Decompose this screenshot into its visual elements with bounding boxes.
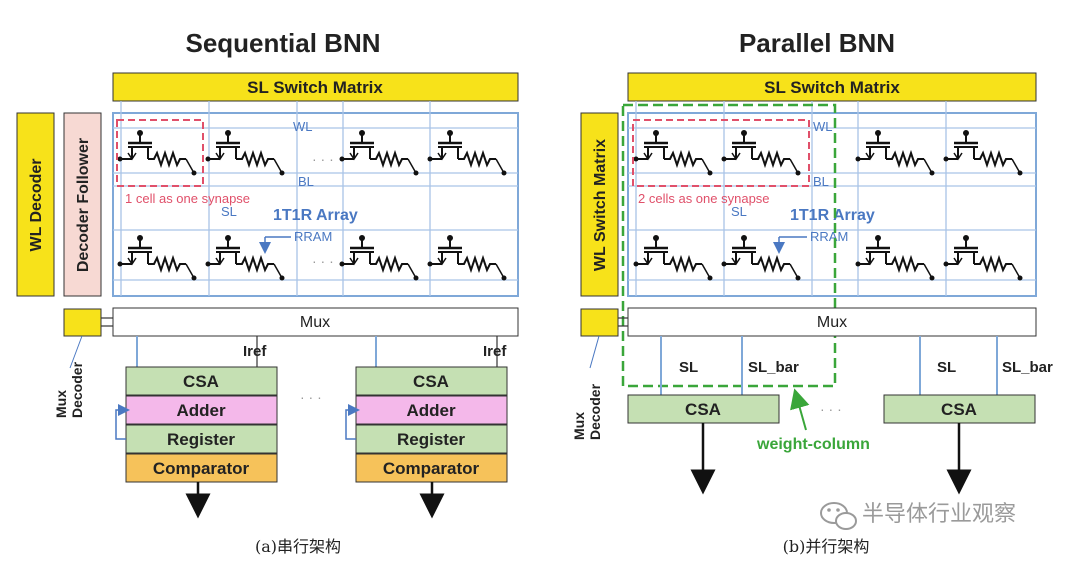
wl-decoder-label: WL Decoder [28,158,45,251]
right-sl-label: SL [731,204,747,219]
right-sl-label-2: SL [937,359,956,376]
left-adder-label-2: Adder [406,401,456,420]
right-csa-ellipsis: · · · [820,401,842,417]
decoder-follower-block [63,112,102,297]
left-sl-label: SL [221,204,237,219]
watermark-text: 半导体行业观察 [862,502,1016,527]
left-synapse-highlight [116,119,204,187]
left-array-col-ellipsis-1: · · · [312,151,334,167]
left-mux-label: Mux [300,314,330,331]
left-synapse-note: 1 cell as one synapse [125,191,250,206]
left-csa-block-1 [125,366,278,396]
right-mux-label: Mux [817,314,847,331]
right-csa-unit-1: SL SL_bar CSA [627,336,799,495]
left-comparator-block-1 [125,453,278,483]
right-csa-block-2 [883,394,1036,424]
right-mux-block [627,307,1037,337]
left-adder-block-2 [355,395,508,425]
right-sl-switch-matrix [627,72,1037,102]
left-csa-label-1: CSA [183,372,219,391]
right-csa-label-1: CSA [685,400,721,419]
right-mux-decoder-word-1: Mux [571,412,587,440]
right-caption: (b)并行架构 [783,537,870,556]
right-wl-label: WL [813,119,833,134]
right-mux-decoder-block [580,308,619,337]
right-synapse-note: 2 cells as one synapse [638,191,770,206]
left-adder-label-1: Adder [176,401,226,420]
weight-column-arrow [790,388,810,431]
left-pipeline-1: Iref CSA Adder Register Comparator [115,336,278,519]
left-sl-switch-label: SL Switch Matrix [247,78,383,97]
right-title: Parallel BNN [739,28,895,58]
left-pipeline-ellipsis: · · · [300,389,322,405]
left-adder-block-1 [125,395,278,425]
left-mux-decoder-word-2: Decoder [69,361,85,418]
left-iref-label-1: Iref [243,343,267,360]
right-mux-decoder-word-2: Decoder [587,383,603,440]
left-rram-label: RRAM [294,229,332,244]
left-comparator-label-1: Comparator [153,459,250,478]
watermark: 半导体行业观察 [820,502,1016,530]
left-csa-block-2 [355,366,508,396]
left-panel: Sequential BNN SL Switch Matrix WL Decod… [16,28,519,556]
left-array-label: 1T1R Array [273,207,358,224]
wl-decoder-block [16,112,55,297]
left-bl-label: BL [298,174,314,189]
right-sl-switch-label: SL Switch Matrix [764,78,900,97]
weight-column-highlight [621,103,837,388]
left-array-col-ellipsis-2: · · · [312,253,334,269]
left-title: Sequential BNN [185,28,380,58]
left-caption: (a)串行架构 [255,537,341,556]
weight-column-label: weight-column [756,436,870,453]
left-comparator-block-2 [355,453,508,483]
left-register-label-1: Register [167,430,235,449]
left-mux-decoder-label: Mux Decoder [53,361,85,418]
left-mux-decoder-word-1: Mux [53,390,69,418]
left-mux-decoder-block [63,308,102,337]
left-register-label-2: Register [397,430,465,449]
right-synapse-highlight [632,119,810,187]
left-register-block-1 [125,424,278,454]
left-csa-label-2: CSA [413,372,449,391]
left-comparator-label-2: Comparator [383,459,480,478]
right-bl-label: BL [813,174,829,189]
left-register-block-2 [355,424,508,454]
right-csa-unit-2: SL SL_bar CSA [883,336,1053,495]
left-wl-label: WL [293,119,313,134]
right-mux-decoder-label: Mux Decoder [571,383,603,440]
right-rram-label: RRAM [810,229,848,244]
left-sl-switch-matrix [112,72,519,102]
wl-switch-matrix-label: WL Switch Matrix [592,139,609,271]
wl-switch-matrix-block [580,112,619,297]
left-pipeline-2: Iref CSA Adder Register Comparator [345,336,508,519]
right-sl-label-1: SL [679,359,698,376]
decoder-follower-label: Decoder Follower [75,138,92,272]
right-panel: Parallel BNN SL Switch Matrix WL Switch … [571,28,1053,556]
right-sl-bar-label-2: SL_bar [1002,359,1053,376]
wechat-icon [820,502,857,530]
left-iref-label-2: Iref [483,343,507,360]
left-mux-block [112,307,519,337]
right-sl-bar-label-1: SL_bar [748,359,799,376]
right-csa-label-2: CSA [941,400,977,419]
right-array-label: 1T1R Array [790,207,875,224]
